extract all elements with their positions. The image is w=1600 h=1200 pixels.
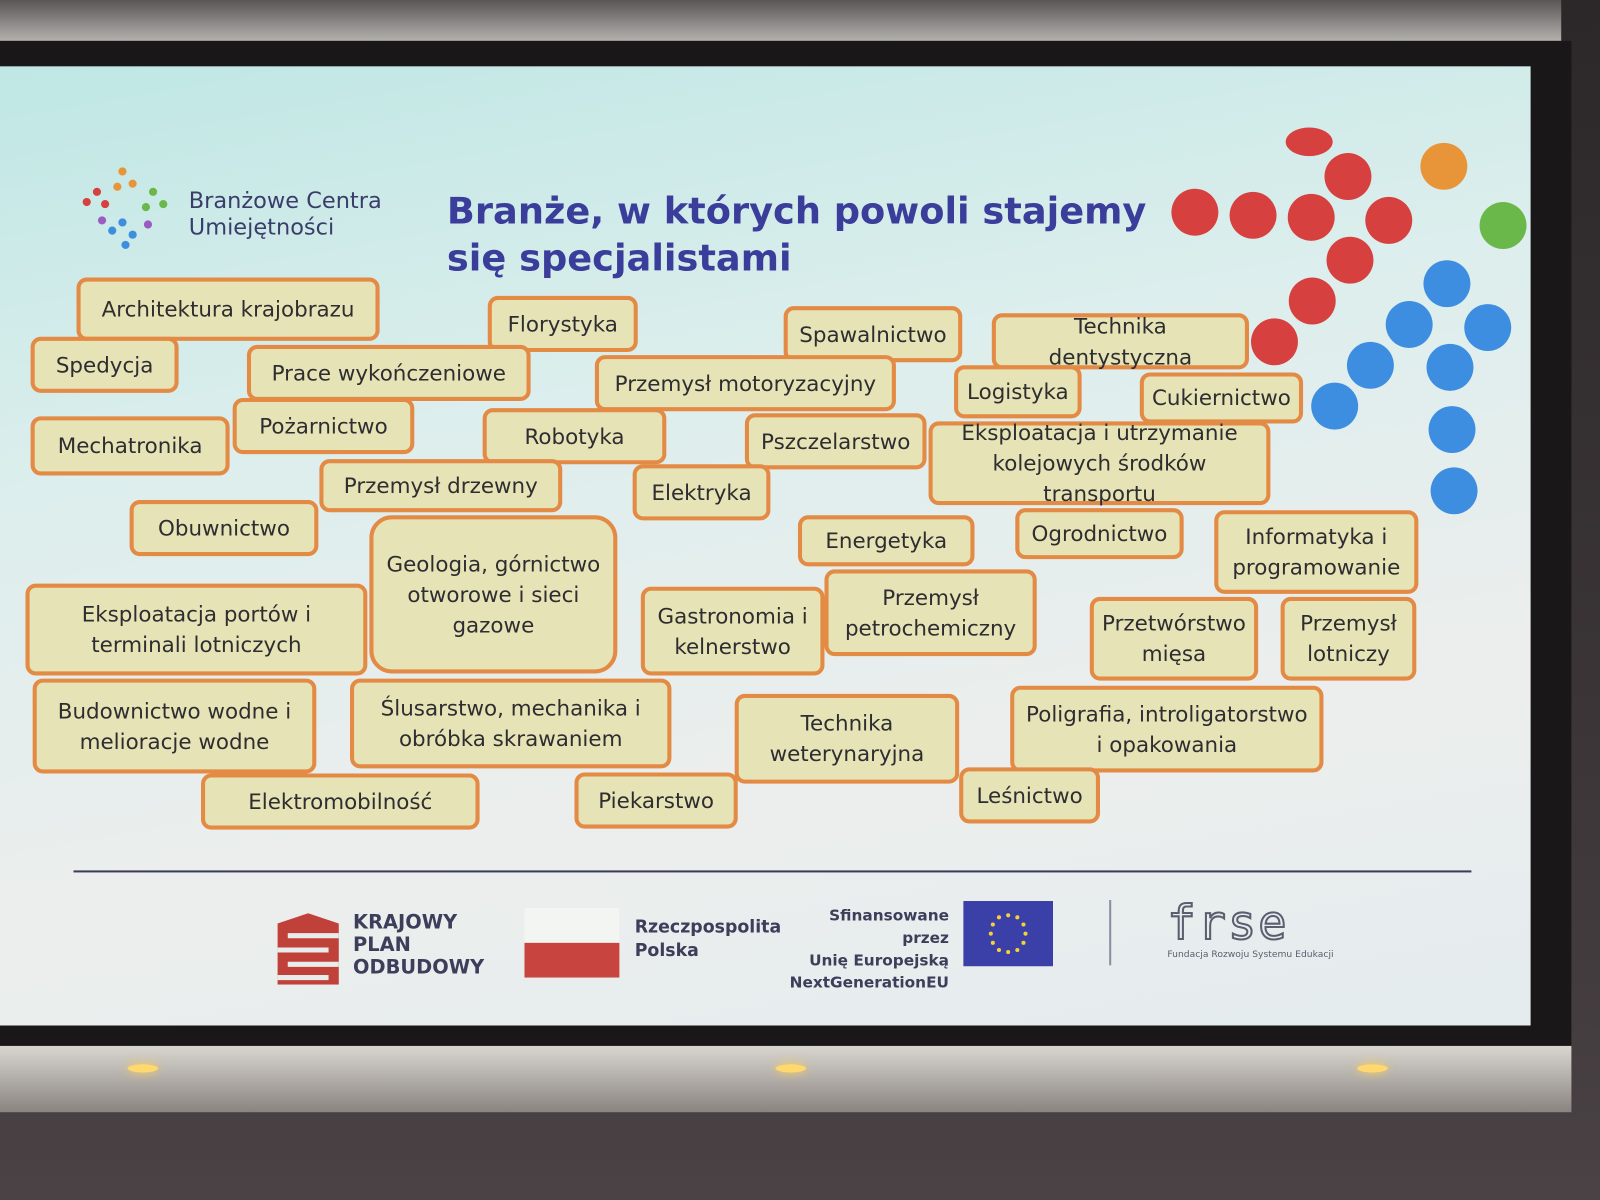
tag: Piekarstwo <box>574 772 738 829</box>
ceiling-beam <box>0 1045 1572 1113</box>
ceiling-lamp <box>1357 1064 1388 1073</box>
tag: Ślusarstwo, mechanika i obróbka skrawani… <box>349 678 672 769</box>
eu-line: NextGenerationEU <box>789 973 949 992</box>
tag: Informatyka i programowanie <box>1214 510 1419 594</box>
tag: Florystyka <box>487 295 638 353</box>
tag: Eksploatacja portów i terminali lotniczy… <box>25 583 368 676</box>
frse-caption: Fundacja Rozwoju Systemu Edukacji <box>1167 949 1334 961</box>
tag: Elektryka <box>632 464 771 521</box>
tag: Energetyka <box>797 515 975 567</box>
tag: Technika dentystyczna <box>991 313 1249 370</box>
tag: Architektura krajobrazu <box>76 277 380 341</box>
eu-text: Sfinansowane przez Unię Europejską NextG… <box>786 904 949 994</box>
kpo-line: PLAN <box>353 933 411 957</box>
tag: Eksploatacja i utrzymanie kolejowych śro… <box>928 420 1271 506</box>
tag: Logistyka <box>954 365 1082 419</box>
tag: Spawalnictwo <box>783 306 963 363</box>
bcu-logo-icon <box>82 167 168 249</box>
tag: Budownictwo wodne i melioracje wodne <box>32 678 317 774</box>
rp-line: Rzeczpospolita <box>634 917 782 938</box>
eu-line: Unię Europejską <box>809 951 949 970</box>
kpo-line: KRAJOWY <box>353 911 458 934</box>
tag: Geologia, górnictwo otworowe i sieci gaz… <box>369 515 618 674</box>
brand-line: Branżowe Centra <box>188 188 382 215</box>
tag: Leśnictwo <box>959 767 1100 824</box>
tag: Przemysł lotniczy <box>1280 596 1417 681</box>
tag: Poligrafia, introligatorstwo i opakowani… <box>1010 685 1324 773</box>
tag: Gastronomia i kelnerstwo <box>640 586 825 676</box>
ceiling-lamp <box>127 1064 159 1073</box>
brand-line: Umiejętności <box>188 215 335 241</box>
tag: Prace wykończeniowe <box>246 344 531 402</box>
tag: Pożarnictwo <box>232 397 415 455</box>
brand-name: Branżowe Centra Umiejętności <box>189 189 382 242</box>
kpo-text: KRAJOWY PLAN ODBUDOWY <box>353 911 484 978</box>
tag: Pszczelarstwo <box>744 413 927 470</box>
eu-line: Sfinansowane przez <box>829 906 949 947</box>
footer-separator <box>1109 899 1112 966</box>
tag: Elektromobilność <box>201 773 480 830</box>
tag: Technika weterynaryjna <box>734 693 960 784</box>
tag: Przetwórstwo mięsa <box>1089 596 1259 681</box>
tag: Przemysł motoryzacyjny <box>594 355 896 412</box>
kpo-logo-icon <box>277 913 339 985</box>
eu-flag-icon <box>963 901 1054 967</box>
ceiling-lamp <box>775 1064 807 1073</box>
slide-title: Branże, w których powoli stajemy się spe… <box>446 190 1147 280</box>
tag: Przemysł drzewny <box>319 459 563 513</box>
rp-text: Rzeczpospolita Polska <box>635 916 781 963</box>
tag: Mechatronika <box>30 416 230 476</box>
tag: Ogrodnictwo <box>1015 508 1184 560</box>
tag: Przemysł petrochemiczny <box>824 569 1037 657</box>
tag: Obuwnictwo <box>129 499 319 557</box>
frse-logo: frse <box>1166 894 1289 950</box>
polish-flag-icon <box>524 908 620 978</box>
tag: Robotyka <box>482 408 667 465</box>
kpo-line: ODBUDOWY <box>353 956 485 979</box>
tag: Spedycja <box>30 336 179 393</box>
rp-line: Polska <box>634 940 699 962</box>
tag: Cukiernictwo <box>1139 372 1304 424</box>
footer-divider <box>73 870 1472 873</box>
